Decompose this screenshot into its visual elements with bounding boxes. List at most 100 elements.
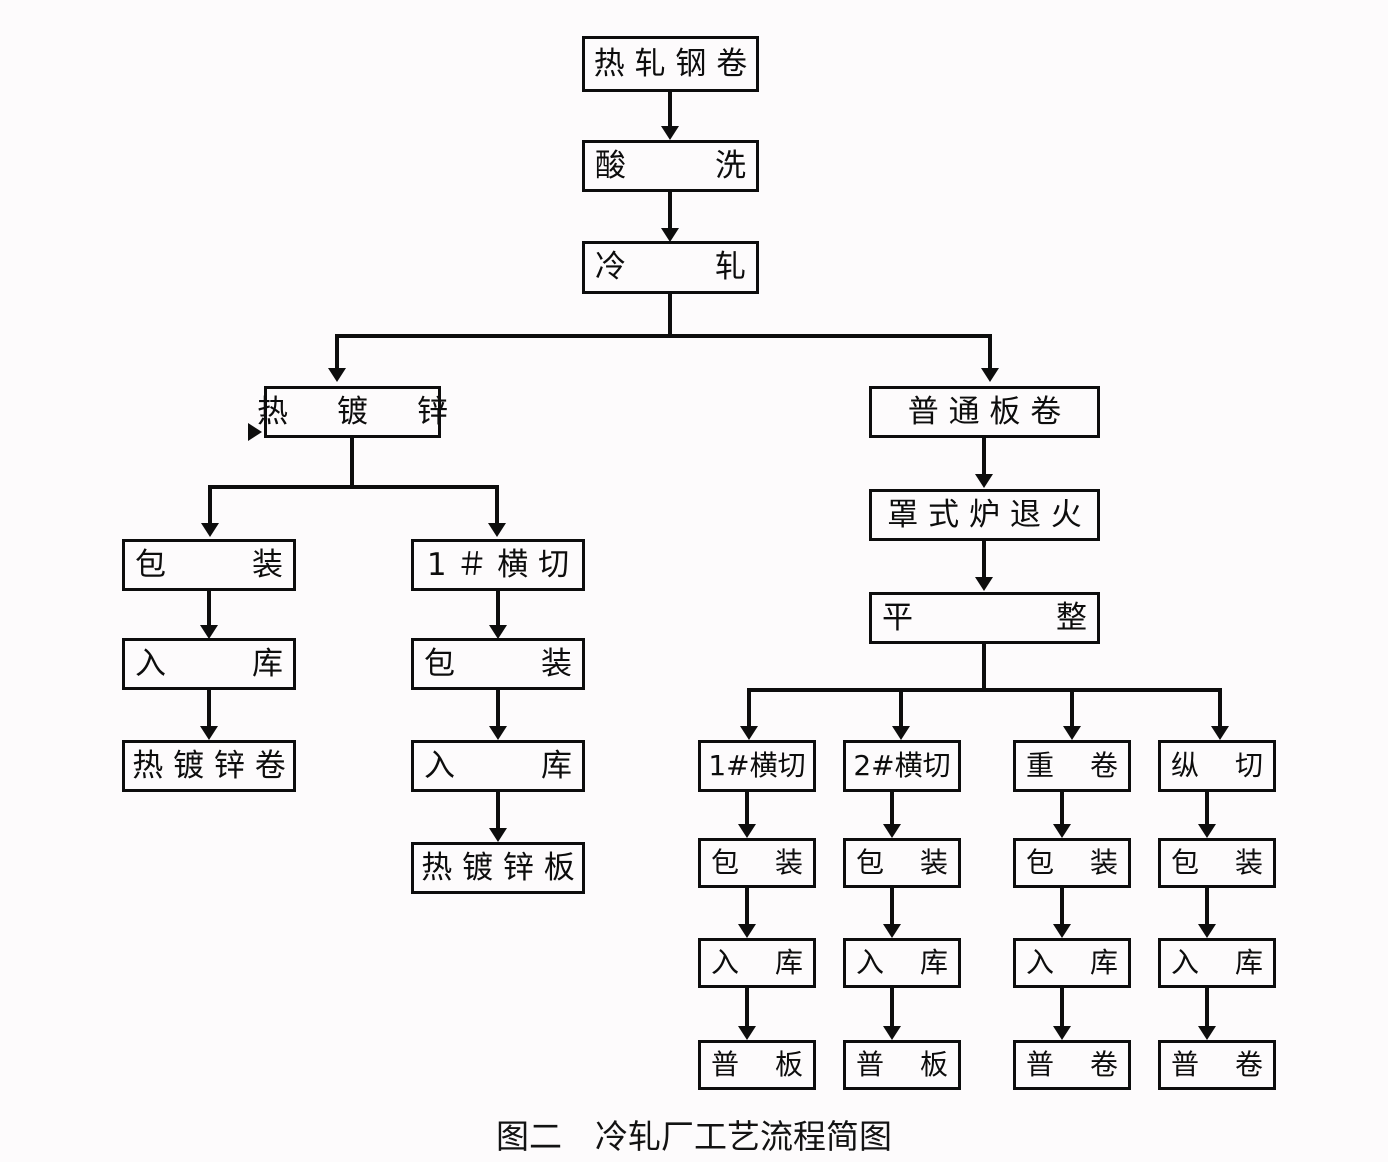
edge-temper-to-recoiling bbox=[1070, 688, 1074, 730]
node-label: 1 ＃ 横 切 bbox=[426, 546, 570, 583]
edge-pack-d-to-store-d bbox=[1205, 888, 1209, 926]
node-label-2: 装 bbox=[1234, 846, 1263, 879]
edge-store-d-to-out-d bbox=[1205, 988, 1209, 1028]
edge-temper-to-cut1 bbox=[747, 688, 751, 730]
node-label: 纵 bbox=[1171, 749, 1200, 782]
node-temper-rolling: 平 整 bbox=[869, 592, 1100, 644]
node-label-2: 板 bbox=[919, 1048, 948, 1081]
edge-cut1-to-pack-a bbox=[745, 792, 749, 828]
edge-coldroll-stem bbox=[668, 294, 672, 336]
edge-pickling-to-coldroll bbox=[668, 192, 672, 234]
arrowhead-icon bbox=[661, 228, 679, 242]
node-gi-cut-warehouse: 入 库 bbox=[411, 740, 585, 792]
node-label-2: 卷 bbox=[1234, 1048, 1263, 1081]
node-hot-rolled-coil: 热 轧 钢 卷 bbox=[582, 36, 759, 92]
arrowhead-icon bbox=[738, 1026, 756, 1040]
node-label: 入 bbox=[1171, 946, 1200, 979]
edge-temper-to-cut2 bbox=[899, 688, 903, 730]
galvanizing-marker-icon bbox=[248, 423, 262, 441]
node-galvanizing: 热 镀 锌 bbox=[257, 386, 448, 438]
node-label: 普 bbox=[1026, 1048, 1055, 1081]
node-gi-cut1: 1 ＃ 横 切 bbox=[411, 539, 585, 591]
arrowhead-icon bbox=[1198, 924, 1216, 938]
node-store-a: 入 库 bbox=[698, 938, 816, 988]
node-label-2: 板 bbox=[774, 1048, 803, 1081]
edge-coldroll-to-galvanizing bbox=[335, 334, 339, 372]
node-label: 包 bbox=[1026, 846, 1055, 879]
edge-gipacking-to-giwarehouse bbox=[207, 591, 211, 633]
node-label: 入 bbox=[424, 747, 455, 784]
edge-pack-c-to-store-c bbox=[1060, 888, 1064, 926]
node-gi-cut-packing: 包 装 bbox=[411, 638, 585, 690]
node-label: 热 镀 锌 板 bbox=[421, 849, 575, 886]
edge-recoiling-to-pack-c bbox=[1060, 792, 1064, 828]
node-label-2: 库 bbox=[919, 946, 948, 979]
arrowhead-icon bbox=[975, 577, 993, 591]
arrowhead-icon bbox=[738, 824, 756, 838]
arrowhead-icon bbox=[975, 474, 993, 488]
edge-coldroll-to-ordinary bbox=[988, 334, 992, 372]
node-label-2: 库 bbox=[774, 946, 803, 979]
figure-caption: 图二 冷轧厂工艺流程简图 bbox=[496, 1117, 892, 1156]
arrowhead-icon bbox=[981, 368, 999, 382]
node-label: 热 镀 锌 卷 bbox=[132, 747, 286, 784]
arrowhead-icon bbox=[1063, 726, 1081, 740]
node-label: 普 bbox=[1171, 1048, 1200, 1081]
node-label: 入 bbox=[856, 946, 885, 979]
node-label: 2#横切 bbox=[853, 749, 951, 782]
node-label-2: 洗 bbox=[715, 147, 746, 184]
node-pack-d: 包 装 bbox=[1158, 838, 1276, 888]
node-label: 热 镀 锌 bbox=[257, 393, 457, 430]
edge-store-a-to-out-a bbox=[745, 988, 749, 1028]
edge-giwarehouse-to-gicoil bbox=[207, 690, 211, 734]
edge-pack-a-to-store-a bbox=[745, 888, 749, 926]
node-cold-rolling: 冷 轧 bbox=[582, 241, 759, 294]
node-label-2: 整 bbox=[1056, 599, 1087, 636]
edge-slitting-to-pack-d bbox=[1205, 792, 1209, 828]
arrowhead-icon bbox=[740, 726, 758, 740]
arrowhead-icon bbox=[1198, 1026, 1216, 1040]
node-label: 包 bbox=[135, 546, 166, 583]
node-store-d: 入 库 bbox=[1158, 938, 1276, 988]
edge-galvanizing-split-bar bbox=[208, 485, 499, 489]
edge-temper-stem bbox=[982, 644, 986, 690]
arrowhead-icon bbox=[488, 523, 506, 537]
node-label: 重 bbox=[1026, 749, 1055, 782]
node-label: 1#横切 bbox=[708, 749, 806, 782]
node-label-2: 库 bbox=[1089, 946, 1118, 979]
arrowhead-icon bbox=[883, 824, 901, 838]
node-label-2: 库 bbox=[1234, 946, 1263, 979]
node-gi-packing: 包 装 bbox=[122, 539, 296, 591]
node-out-d: 普 卷 bbox=[1158, 1040, 1276, 1090]
arrowhead-icon bbox=[328, 368, 346, 382]
node-label: 普 bbox=[711, 1048, 740, 1081]
node-gi-warehouse: 入 库 bbox=[122, 638, 296, 690]
node-label-2: 切 bbox=[1234, 749, 1263, 782]
node-label: 入 bbox=[711, 946, 740, 979]
arrowhead-icon bbox=[661, 126, 679, 140]
arrowhead-icon bbox=[489, 828, 507, 842]
node-cut2: 2#横切 bbox=[843, 740, 961, 792]
node-label-2: 装 bbox=[774, 846, 803, 879]
edge-cut2-to-pack-b bbox=[890, 792, 894, 828]
arrowhead-icon bbox=[1053, 824, 1071, 838]
node-ordinary-plate-coil: 普 通 板 卷 bbox=[869, 386, 1100, 438]
arrowhead-icon bbox=[489, 625, 507, 639]
edge-annealing-to-temper bbox=[982, 541, 986, 585]
node-out-a: 普 板 bbox=[698, 1040, 816, 1090]
node-label-2: 装 bbox=[919, 846, 948, 879]
arrowhead-icon bbox=[200, 625, 218, 639]
node-store-c: 入 库 bbox=[1013, 938, 1131, 988]
arrowhead-icon bbox=[489, 726, 507, 740]
edge-temper-split-bar bbox=[747, 688, 1222, 692]
node-label: 包 bbox=[711, 846, 740, 879]
node-label: 热 轧 钢 卷 bbox=[593, 45, 748, 82]
edge-pack-b-to-store-b bbox=[890, 888, 894, 926]
node-label: 包 bbox=[1171, 846, 1200, 879]
edge-galvanizing-stem bbox=[350, 438, 354, 487]
node-label-2: 卷 bbox=[1089, 749, 1118, 782]
node-label: 包 bbox=[856, 846, 885, 879]
node-label: 平 bbox=[882, 599, 913, 636]
node-label: 入 bbox=[1026, 946, 1055, 979]
node-label-2: 轧 bbox=[715, 249, 746, 285]
